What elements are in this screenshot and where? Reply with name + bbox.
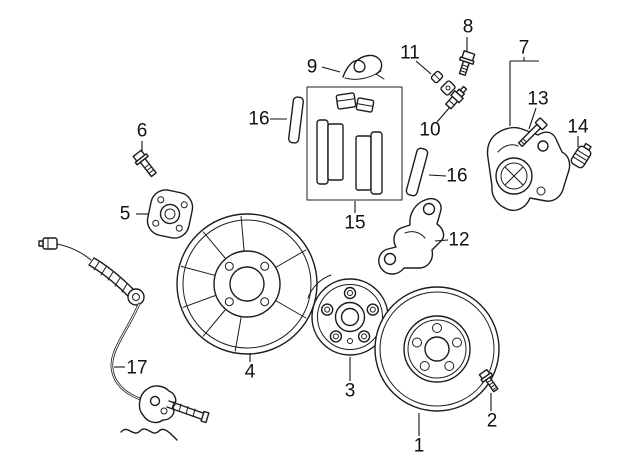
brake-pad-kit-drawing <box>306 86 403 201</box>
callout-10-leader <box>436 106 451 123</box>
bleeder-valve-drawing <box>445 85 468 110</box>
callout-11-leader <box>415 60 432 75</box>
callout-8[interactable]: 8 <box>463 17 474 52</box>
guide-pin-drawing <box>517 117 548 148</box>
callout-4[interactable]: 4 <box>245 353 256 383</box>
callout-label-11[interactable]: 11 <box>400 43 420 64</box>
callout-15[interactable]: 15 <box>344 201 366 234</box>
callout-10[interactable]: 10 <box>419 106 451 141</box>
callout-12[interactable]: 12 <box>434 230 470 251</box>
callout-16-inner[interactable]: 16 <box>428 166 468 187</box>
shield-bolt-drawing <box>132 149 157 178</box>
adapter-plate-drawing <box>146 189 194 239</box>
callout-label-17[interactable]: 17 <box>126 358 147 379</box>
callout-9-leader <box>321 66 341 73</box>
caliper-bolt-drawing <box>458 50 476 77</box>
callout-5[interactable]: 5 <box>120 204 148 225</box>
callout-12-leader <box>434 239 449 242</box>
set-screw-drawing <box>478 368 499 393</box>
brake-hose-drawing <box>38 237 210 441</box>
callout-2[interactable]: 2 <box>487 393 498 432</box>
pad-spring-drawing <box>342 54 385 80</box>
shim-inner-drawing <box>405 147 429 197</box>
splash-shield-drawing <box>176 213 318 355</box>
callout-17[interactable]: 17 <box>114 358 148 379</box>
guide-boot-drawing <box>570 142 592 169</box>
callout-16-inner-leader <box>428 174 447 177</box>
callout-label-16-outer[interactable]: 16 <box>248 109 269 130</box>
callout-6[interactable]: 6 <box>137 121 148 153</box>
callout-9[interactable]: 9 <box>307 57 341 78</box>
callout-label-8[interactable]: 8 <box>463 17 474 38</box>
bleeder-cap-drawing <box>430 70 456 96</box>
callout-label-1[interactable]: 1 <box>414 436 425 457</box>
callout-label-15[interactable]: 15 <box>344 213 365 234</box>
wheel-hub-drawing <box>307 274 389 356</box>
callout-label-14[interactable]: 14 <box>567 117 589 138</box>
brake-rotor-drawing <box>374 286 500 412</box>
callout-label-4[interactable]: 4 <box>245 362 256 383</box>
callout-label-12[interactable]: 12 <box>448 230 469 251</box>
callout-13[interactable]: 13 <box>527 89 549 130</box>
callout-label-3[interactable]: 3 <box>345 381 356 402</box>
callout-16-outer[interactable]: 16 <box>248 109 287 130</box>
callout-label-5[interactable]: 5 <box>120 204 131 225</box>
callout-14[interactable]: 14 <box>567 117 589 148</box>
callout-label-9[interactable]: 9 <box>307 57 318 78</box>
callout-3[interactable]: 3 <box>345 357 356 402</box>
caliper-drawing <box>486 126 571 212</box>
callout-label-7[interactable]: 7 <box>519 38 530 59</box>
callout-13-leader <box>528 107 537 130</box>
callout-1[interactable]: 1 <box>414 413 425 457</box>
shim-outer-drawing <box>287 96 305 144</box>
callout-label-6[interactable]: 6 <box>137 121 148 142</box>
caliper-bracket-drawing <box>378 197 445 275</box>
callout-label-13[interactable]: 13 <box>527 89 548 110</box>
callout-7[interactable]: 7 <box>509 38 539 127</box>
callout-11[interactable]: 11 <box>400 43 432 75</box>
callout-label-10[interactable]: 10 <box>419 120 440 141</box>
callout-label-2[interactable]: 2 <box>487 411 498 432</box>
callout-label-16-inner[interactable]: 16 <box>446 166 467 187</box>
